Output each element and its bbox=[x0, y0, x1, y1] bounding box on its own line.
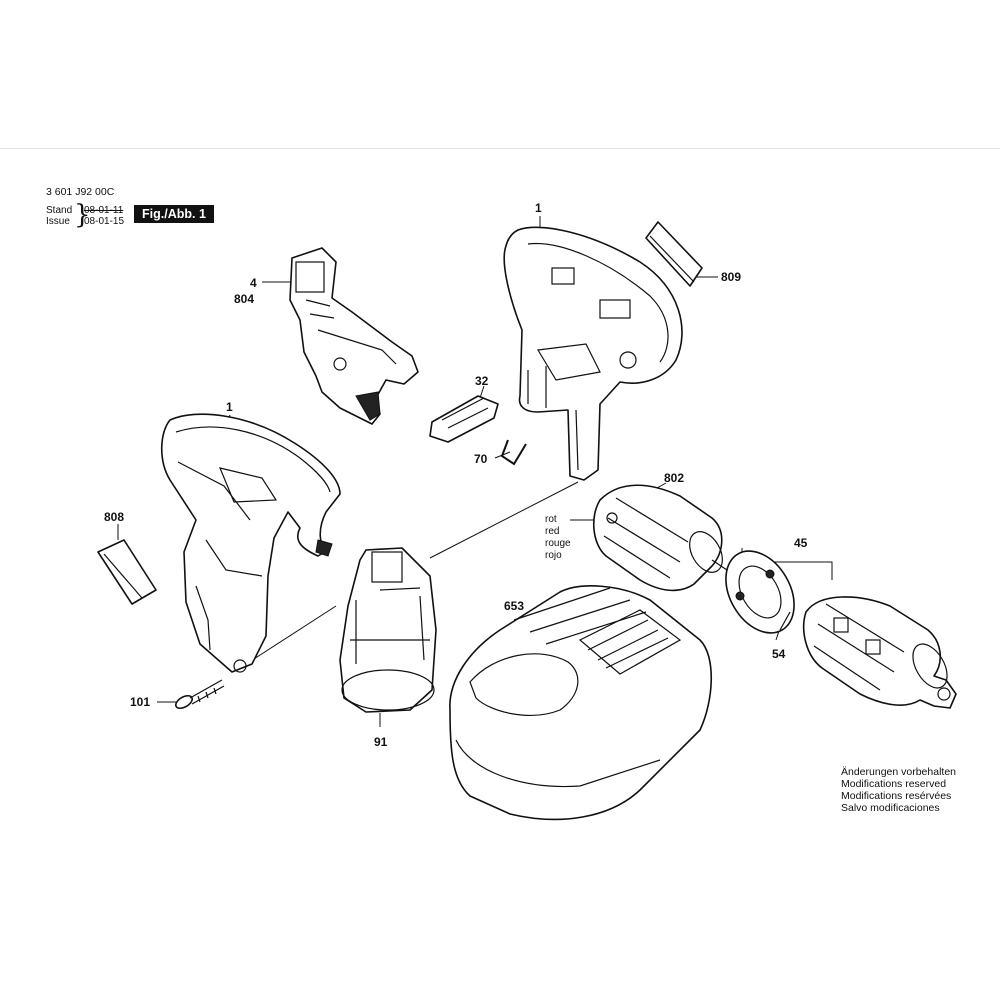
part-code: 3 601 J92 00C bbox=[46, 186, 115, 198]
wire-color-fr: rouge bbox=[545, 538, 571, 549]
housing-right-half bbox=[503, 226, 683, 481]
housing-left-half bbox=[160, 413, 341, 673]
figure-label: Fig./Abb. 1 bbox=[134, 205, 214, 223]
callout-809: 809 bbox=[721, 270, 742, 284]
callout-101: 101 bbox=[130, 695, 151, 709]
label-strip-809 bbox=[645, 221, 703, 287]
wire-color-de: rot bbox=[545, 514, 557, 525]
direction-slider bbox=[429, 395, 499, 443]
wire-color-en: red bbox=[545, 526, 560, 537]
brace-glyph: } bbox=[74, 200, 91, 230]
motor bbox=[592, 484, 731, 592]
gearbox bbox=[802, 596, 957, 709]
top-divider bbox=[0, 148, 1000, 149]
issue-label: Issue bbox=[46, 216, 70, 227]
spring-clip bbox=[500, 439, 527, 466]
callout-653: 653 bbox=[504, 599, 525, 613]
callout-1-top: 1 bbox=[535, 201, 542, 215]
switch-module bbox=[289, 247, 419, 425]
stand-label: Stand bbox=[46, 205, 73, 216]
charger bbox=[449, 585, 713, 821]
callout-91: 91 bbox=[374, 735, 388, 749]
issue-date: 08-01-15 bbox=[84, 216, 125, 227]
note-en: Modifications reserved bbox=[841, 778, 947, 790]
label-strip-808 bbox=[97, 539, 157, 605]
callout-54: 54 bbox=[772, 647, 786, 661]
callout-45: 45 bbox=[794, 536, 808, 550]
modification-notes: Änderungen vorbehalten Modifications res… bbox=[841, 766, 956, 814]
stand-date: 08-01-11 bbox=[84, 205, 124, 216]
wire-color-es: rojo bbox=[545, 550, 562, 561]
callout-808: 808 bbox=[104, 510, 125, 524]
callout-1-left: 1 bbox=[226, 400, 233, 414]
callout-4: 4 bbox=[250, 276, 257, 290]
screw-101 bbox=[175, 679, 225, 710]
callout-70: 70 bbox=[474, 452, 488, 466]
note-es: Salvo modificaciones bbox=[841, 802, 940, 814]
gear-plate bbox=[725, 550, 795, 634]
note-de: Änderungen vorbehalten bbox=[841, 766, 957, 778]
battery-pack bbox=[339, 547, 437, 713]
callout-804: 804 bbox=[234, 292, 255, 306]
callout-802: 802 bbox=[664, 471, 685, 485]
callout-32: 32 bbox=[475, 374, 489, 388]
note-fr: Modifications resérvées bbox=[841, 790, 952, 802]
